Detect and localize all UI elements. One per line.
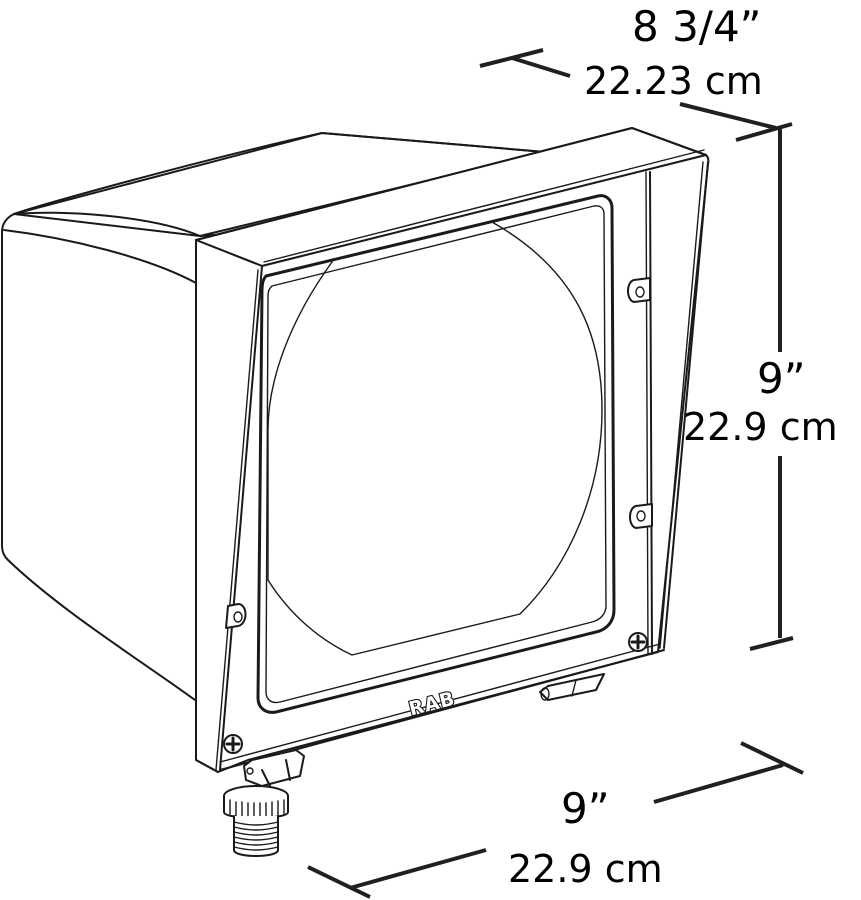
width-inches-label: 9” [561,784,610,833]
height-cm-label: 22.9 cm [683,405,838,449]
height-dimension-line [749,128,794,651]
mounting-tabs [225,277,653,629]
width-dimension-line [307,741,804,899]
round-lens [267,221,603,656]
depth-cm-label: 22.23 cm [584,59,763,103]
screw-bottom-right [628,632,648,652]
depth-dimension-line [479,48,793,142]
height-inches-label: 9” [757,354,806,403]
width-cm-label: 22.9 cm [508,847,663,891]
glass-window [256,194,616,714]
conduit-fitting [223,749,305,857]
screws [223,632,648,754]
depth-inches-label: 8 3/4” [632,2,762,51]
bottom-latch [539,673,605,701]
front-frame [195,127,710,773]
screw-bottom-left [223,734,243,754]
